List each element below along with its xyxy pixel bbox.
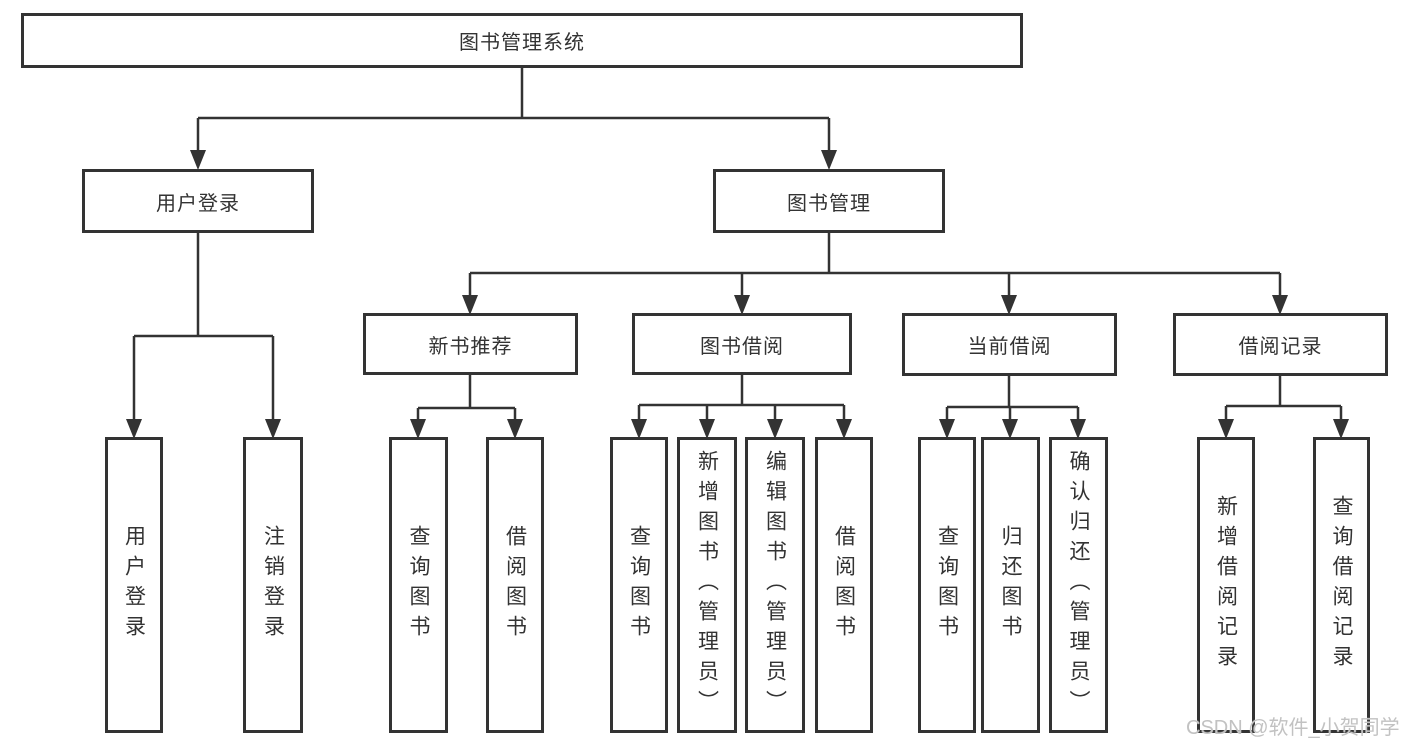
arrowheads [126,150,1349,439]
watermark: CSDN @软件_小贺同学 [1186,717,1400,739]
node-book-management: 图书管理 [713,169,945,233]
leaf-return-books: 归还图书 [981,437,1040,733]
leaf-add-books-admin: 新增图书（管理员） [677,437,737,733]
leaf-logout: 注销登录 [243,437,303,733]
leaf-add-borrow-record: 新增借阅记录 [1197,437,1255,733]
node-book-borrow: 图书借阅 [632,313,852,375]
leaf-borrow-books: 借阅图书 [815,437,873,733]
node-root: 图书管理系统 [21,13,1023,68]
leaf-edit-books-admin: 编辑图书（管理员） [745,437,805,733]
leaf-recommend-query-books: 查询图书 [389,437,448,733]
node-new-book-recommend: 新书推荐 [363,313,578,375]
leaf-query-borrow-record: 查询借阅记录 [1313,437,1370,733]
node-user-login: 用户登录 [82,169,314,233]
leaf-confirm-return-admin: 确认归还（管理员） [1049,437,1108,733]
leaf-user-login: 用户登录 [105,437,163,733]
node-current-borrow: 当前借阅 [902,313,1117,376]
leaf-current-query-books: 查询图书 [918,437,976,733]
leaf-recommend-borrow-books: 借阅图书 [486,437,544,733]
leaf-borrow-query-books: 查询图书 [610,437,668,733]
node-borrow-records: 借阅记录 [1173,313,1388,376]
